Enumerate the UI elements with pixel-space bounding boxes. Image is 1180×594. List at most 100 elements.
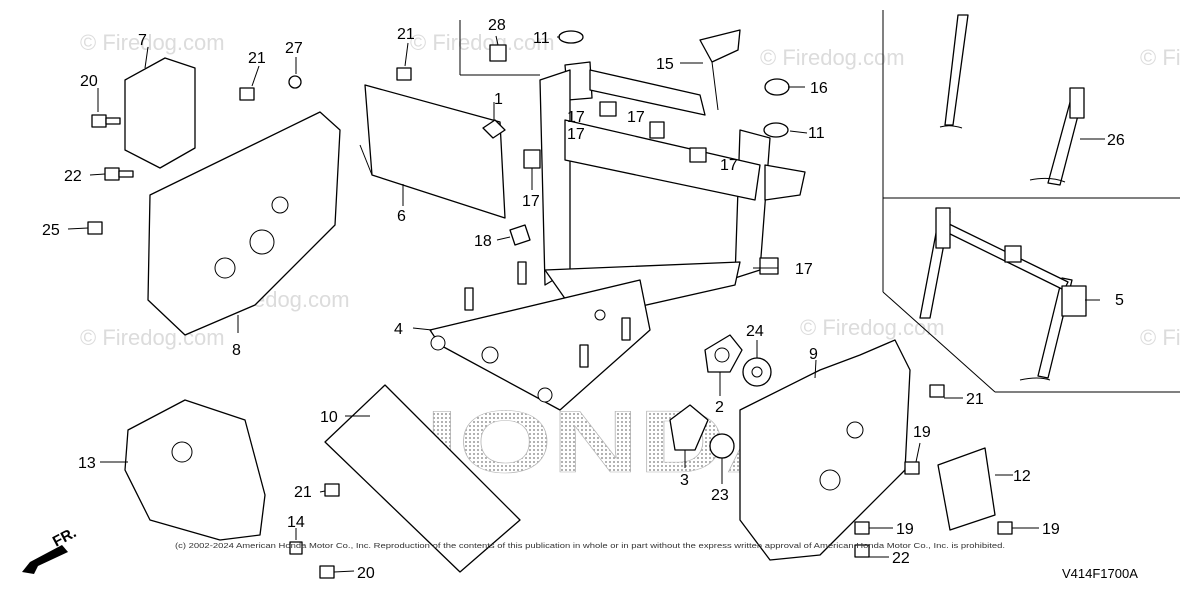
callout-label: 1 bbox=[494, 91, 503, 108]
part-8-plate bbox=[147, 111, 341, 336]
part-10-mat bbox=[324, 384, 521, 573]
callout-label: 4 bbox=[394, 321, 403, 338]
callout-label: 23 bbox=[711, 487, 729, 504]
watermark: © Firedog.com bbox=[1140, 325, 1180, 350]
part-7-bracket bbox=[124, 57, 196, 169]
callout-label: 17 bbox=[522, 193, 540, 210]
callout-label: 21 bbox=[248, 50, 266, 67]
callout-label: 21 bbox=[966, 391, 984, 408]
part-9-hole bbox=[846, 421, 864, 439]
callout-label: 21 bbox=[294, 484, 312, 501]
part-17-pad bbox=[759, 257, 779, 275]
callout-label: 17 bbox=[567, 109, 585, 126]
callout-label: 20 bbox=[80, 73, 98, 90]
watermark: © Firedog.com bbox=[410, 30, 555, 55]
part-26-tube bbox=[939, 14, 1085, 186]
part-2-hole bbox=[714, 347, 730, 363]
part-20-bolt bbox=[105, 117, 121, 125]
part-18-nut bbox=[509, 224, 531, 246]
callout-label: 25 bbox=[42, 222, 60, 239]
callout-label: 11 bbox=[533, 30, 550, 47]
part-19-bolt bbox=[904, 461, 920, 475]
callout-label: 28 bbox=[488, 17, 506, 34]
part-17-pad bbox=[649, 121, 665, 139]
part-6-panel bbox=[364, 84, 506, 219]
callout-label: 8 bbox=[232, 342, 241, 359]
diagram-code: V414F1700A bbox=[1062, 566, 1138, 581]
callout-label: 3 bbox=[680, 472, 689, 489]
callout-label: 7 bbox=[138, 32, 147, 49]
part-20-bolt bbox=[91, 114, 107, 128]
part-3-holder bbox=[669, 404, 709, 451]
inset-divider-line bbox=[882, 291, 996, 393]
callout-label: 22 bbox=[892, 550, 910, 567]
callout-label: 6 bbox=[397, 208, 406, 225]
small-parts bbox=[87, 29, 790, 555]
part-17-pad bbox=[689, 147, 707, 163]
part-23-bearing bbox=[709, 433, 735, 459]
callout-label: 20 bbox=[357, 565, 375, 582]
callout-label: 27 bbox=[285, 40, 303, 57]
callout-label: 14 bbox=[287, 514, 305, 531]
callout-label: 26 bbox=[1107, 132, 1125, 149]
part-8-hole bbox=[249, 229, 275, 255]
part-11-grommet bbox=[558, 30, 584, 44]
part-24-hole bbox=[751, 366, 763, 378]
callout-label: 10 bbox=[320, 409, 338, 426]
part-28-pad bbox=[489, 44, 507, 62]
callout-label: 12 bbox=[1013, 468, 1031, 485]
part-27-washer bbox=[288, 75, 302, 89]
part-25-fitting bbox=[87, 221, 103, 235]
front-direction-arrow: FR. bbox=[22, 524, 79, 574]
part-19-bolt bbox=[997, 521, 1013, 535]
part-21-bolt bbox=[396, 67, 412, 81]
callout-label: 5 bbox=[1115, 292, 1124, 309]
callout-label: 19 bbox=[896, 521, 914, 538]
part-1-clip bbox=[482, 119, 506, 139]
part-11-grommet bbox=[763, 122, 789, 138]
part-22-bolt bbox=[854, 544, 870, 558]
part-16-clip bbox=[764, 78, 790, 96]
callout-label: 17 bbox=[795, 261, 813, 278]
part-14-nut bbox=[289, 541, 303, 555]
callout-label: 17 bbox=[627, 109, 645, 126]
part-19-bolt bbox=[854, 521, 870, 535]
part-17-pad bbox=[523, 149, 541, 169]
part-8-hole bbox=[271, 196, 289, 214]
part-15-tie bbox=[711, 61, 719, 111]
callout-label: 2 bbox=[715, 399, 724, 416]
watermark: © Firedog.com bbox=[80, 325, 225, 350]
part-9-hole bbox=[819, 469, 841, 491]
direction-label: FR. bbox=[50, 524, 79, 550]
callout-label: 19 bbox=[913, 424, 931, 441]
callout-label: 24 bbox=[746, 323, 764, 340]
part-22-bolt bbox=[104, 167, 120, 181]
watermark: © Firedog.com bbox=[80, 30, 225, 55]
bolts bbox=[91, 67, 1013, 579]
part-22-bolt bbox=[118, 170, 134, 178]
part-21-bolt bbox=[324, 483, 340, 497]
callout-label: 17 bbox=[567, 126, 585, 143]
watermark: © Firedog.com bbox=[1140, 45, 1180, 70]
leader-lines bbox=[67, 20, 1105, 573]
part-20-bolt bbox=[319, 565, 335, 579]
watermark: © Firedog.com bbox=[760, 45, 905, 70]
part-13-cover bbox=[124, 399, 266, 541]
callout-label: 19 bbox=[1042, 521, 1060, 538]
part-9-plate bbox=[739, 339, 911, 561]
callout-label: 9 bbox=[809, 346, 818, 363]
part-12-cover bbox=[937, 447, 996, 531]
part-6-edge bbox=[359, 144, 373, 176]
part-4-main-frame bbox=[429, 61, 806, 411]
part-8-hole bbox=[214, 257, 236, 279]
part-17-pad bbox=[599, 101, 617, 117]
callout-label: 21 bbox=[397, 26, 415, 43]
callout-label: 18 bbox=[474, 233, 492, 250]
callout-label: 16 bbox=[810, 80, 828, 97]
callout-label: 17 bbox=[720, 157, 738, 174]
part-15-clamp bbox=[699, 29, 741, 63]
part-13-hole bbox=[171, 441, 193, 463]
callout-label: 22 bbox=[64, 168, 82, 185]
